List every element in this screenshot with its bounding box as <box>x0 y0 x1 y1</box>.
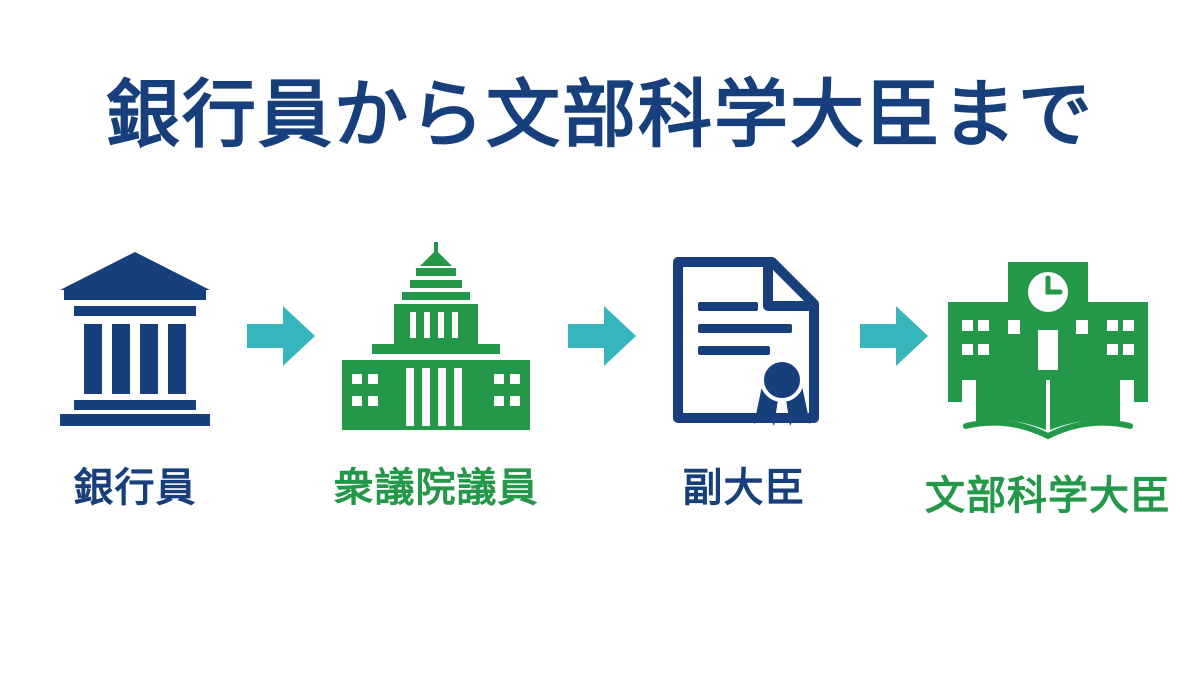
step-bank-employee: 銀行員 <box>5 240 265 508</box>
arrow-right-icon <box>566 300 638 376</box>
bank-icon <box>60 252 210 426</box>
certificate-document-icon <box>673 257 819 426</box>
arrow-right-icon <box>245 300 317 376</box>
step-house-of-representatives: 衆議院議員 <box>306 240 566 508</box>
diet-building-icon <box>342 242 530 430</box>
step-minister-of-education: 文部科学大臣 <box>918 240 1178 516</box>
step-label: 文部科学大臣 <box>925 473 1171 519</box>
diagram-title: 銀行員から文部科学大臣まで <box>106 72 1094 158</box>
step-label: 銀行員 <box>73 465 197 511</box>
step-vice-minister: 副大臣 <box>614 240 874 508</box>
arrow-right-icon <box>858 300 930 376</box>
school-with-book-icon <box>948 262 1148 440</box>
step-label: 衆議院議員 <box>333 465 539 511</box>
step-label: 副大臣 <box>682 465 806 511</box>
